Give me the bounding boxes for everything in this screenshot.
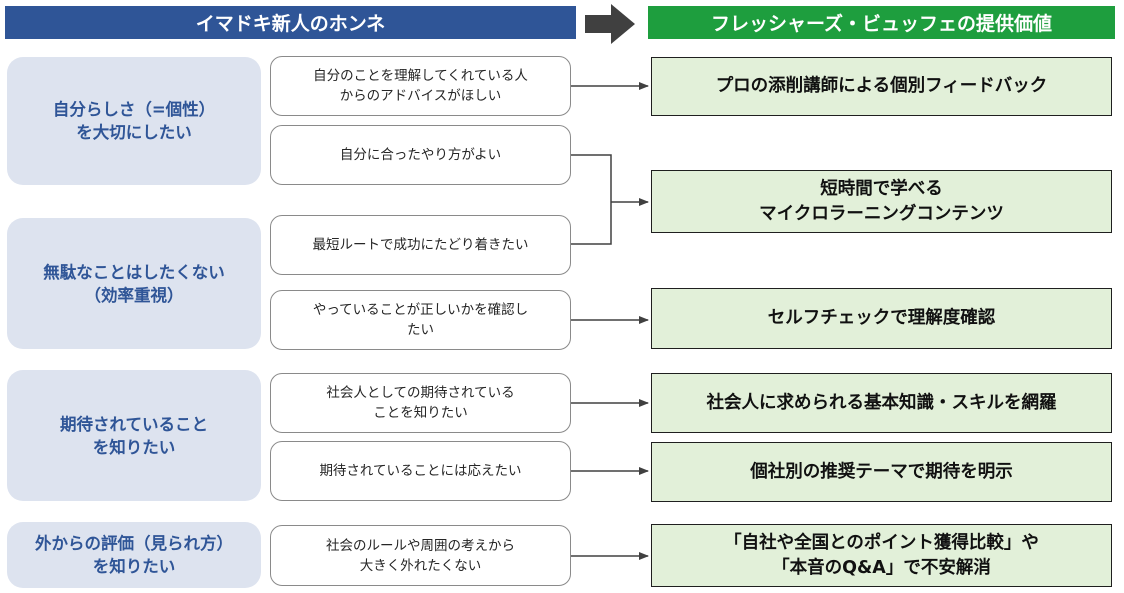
need-line: 期待されていることには応えたい — [319, 463, 522, 479]
value-line: セルフチェックで理解度確認 — [767, 308, 996, 328]
value-basic-knowledge: 社会人に求められる基本知識・スキルを網羅 — [651, 373, 1112, 433]
value-self-check: セルフチェックで理解度確認 — [651, 288, 1112, 349]
category-efficiency: 無駄なことはしたくない （効率重視） — [7, 218, 261, 349]
value-line: 個社別の推奨テーマで期待を明示 — [750, 461, 1013, 482]
value-recommended-themes: 個社別の推奨テーマで期待を明示 — [651, 442, 1112, 502]
value-line: 「本音のQ&A」で不安解消 — [772, 557, 991, 578]
value-peer-comparison: 「自社や全国とのポイント獲得比較」や 「本音のQ&A」で不安解消 — [651, 524, 1112, 587]
category-line: 期待されていること — [59, 414, 208, 434]
need-line: ことを知りたい — [373, 405, 468, 421]
need-line: 最短ルートで成功にたどり着きたい — [312, 237, 529, 253]
need-line: 社会人としての期待されている — [326, 385, 515, 401]
category-line: 外からの評価（見られ方） — [35, 534, 233, 553]
connector-need2 — [571, 154, 612, 202]
value-line: 短時間で学べる — [820, 178, 943, 199]
left-header: イマドキ新人のホンネ — [5, 6, 576, 39]
category-line: を知りたい — [92, 437, 176, 457]
value-microlearning: 短時間で学べる マイクロラーニングコンテンツ — [651, 170, 1112, 233]
need-line: やっていることが正しいかを確認し — [312, 302, 529, 318]
category-line: 無駄なことはしたくない — [43, 262, 225, 282]
right-header: フレッシャーズ・ビュッフェの提供価値 — [648, 6, 1115, 39]
category-line: を知りたい — [92, 557, 176, 576]
need-line: 自分のことを理解してくれている人 — [313, 68, 528, 84]
value-line: 「自社や全国とのポイント獲得比較」や — [724, 532, 1039, 553]
need-fit-in: 社会のルールや周囲の考えから 大きく外れたくない — [270, 525, 571, 586]
need-line: 社会のルールや周囲の考えから — [326, 537, 515, 554]
category-individuality: 自分らしさ（=個性） を大切にしたい — [7, 57, 261, 185]
need-line: 自分に合ったやり方がよい — [339, 147, 502, 163]
connector-need3 — [571, 202, 612, 245]
value-line: マイクロラーニングコンテンツ — [759, 203, 1004, 224]
need-line: からのアドバイスがほしい — [339, 88, 502, 104]
need-know-expectations: 社会人としての期待されている ことを知りたい — [270, 373, 571, 433]
need-line: 大きく外れたくない — [359, 557, 482, 574]
value-line: プロの添削講師による個別フィードバック — [715, 76, 1048, 96]
category-evaluation: 外からの評価（見られ方） を知りたい — [7, 522, 261, 588]
value-individual-feedback: プロの添削講師による個別フィードバック — [651, 57, 1112, 116]
need-shortest-route: 最短ルートで成功にたどり着きたい — [270, 215, 571, 275]
category-line: 自分らしさ（=個性） — [52, 100, 216, 119]
category-expectations: 期待されていること を知りたい — [7, 370, 261, 501]
need-line: たい — [407, 322, 434, 338]
category-line: （効率重視） — [84, 285, 184, 305]
value-line: 社会人に求められる基本知識・スキルを網羅 — [706, 392, 1057, 413]
need-own-way: 自分に合ったやり方がよい — [270, 125, 571, 185]
need-meet-expectations: 期待されていることには応えたい — [270, 441, 571, 501]
right-arrow-icon — [585, 4, 635, 44]
need-check-correctness: やっていることが正しいかを確認し たい — [270, 290, 571, 350]
category-line: を大切にしたい — [76, 123, 192, 142]
need-advice: 自分のことを理解してくれている人 からのアドバイスがほしい — [270, 56, 571, 116]
